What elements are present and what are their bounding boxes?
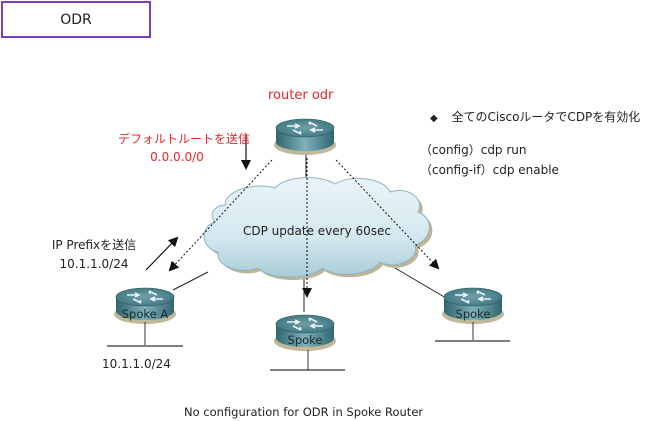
- prefix-advert-arrow: [145, 236, 179, 271]
- default-route-note: デフォルトルートを送信 0.0.0.0/0: [118, 130, 251, 164]
- cdp-arrow-to-spoke-a: [168, 159, 273, 272]
- spoke-a-network: 10.1.1.0/24: [102, 357, 171, 371]
- notes-heading-row: ◆ 全てのCiscoルータでCDPを有効化: [430, 108, 640, 125]
- default-route-text: デフォルトルートを送信: [118, 132, 251, 146]
- link-cloud-spoke-a: [172, 271, 209, 291]
- cdp-arrow-to-spoke-right: [335, 159, 440, 270]
- spoke-a-label: Spoke A: [122, 307, 169, 321]
- spoke-right-label: Spoke: [456, 307, 491, 321]
- footer-note: No configuration for ODR in Spoke Router: [184, 405, 424, 419]
- cloud-label: CDP update every 60sec: [243, 224, 391, 238]
- cdp-cloud: [203, 177, 433, 280]
- page-title: ODR: [60, 11, 92, 28]
- link-cloud-spoke-right: [394, 267, 447, 299]
- prefix-advert-note: IP Prefixを送信 10.1.1.0/24: [38, 236, 150, 271]
- default-route-prefix: 0.0.0.0/0: [150, 150, 204, 164]
- title-box: ODR: [1, 1, 151, 38]
- prefix-advert-prefix: 10.1.1.0/24: [59, 257, 129, 271]
- cdp-notes: ◆ 全てのCiscoルータでCDPを有効化 （config）cdp run （c…: [420, 108, 640, 178]
- notes-command-2: （config-if）cdp enable: [420, 163, 559, 177]
- prefix-advert-text: IP Prefixを送信: [51, 238, 137, 252]
- hub-router-icon[interactable]: [273, 118, 337, 156]
- bullet-diamond-icon: ◆: [430, 113, 438, 124]
- notes-heading: 全てのCiscoルータでCDPを有効化: [451, 110, 641, 124]
- hub-router-label: router odr: [268, 88, 334, 103]
- notes-command-1: （config）cdp run: [420, 143, 527, 157]
- spoke-center-label: Spoke: [288, 333, 323, 347]
